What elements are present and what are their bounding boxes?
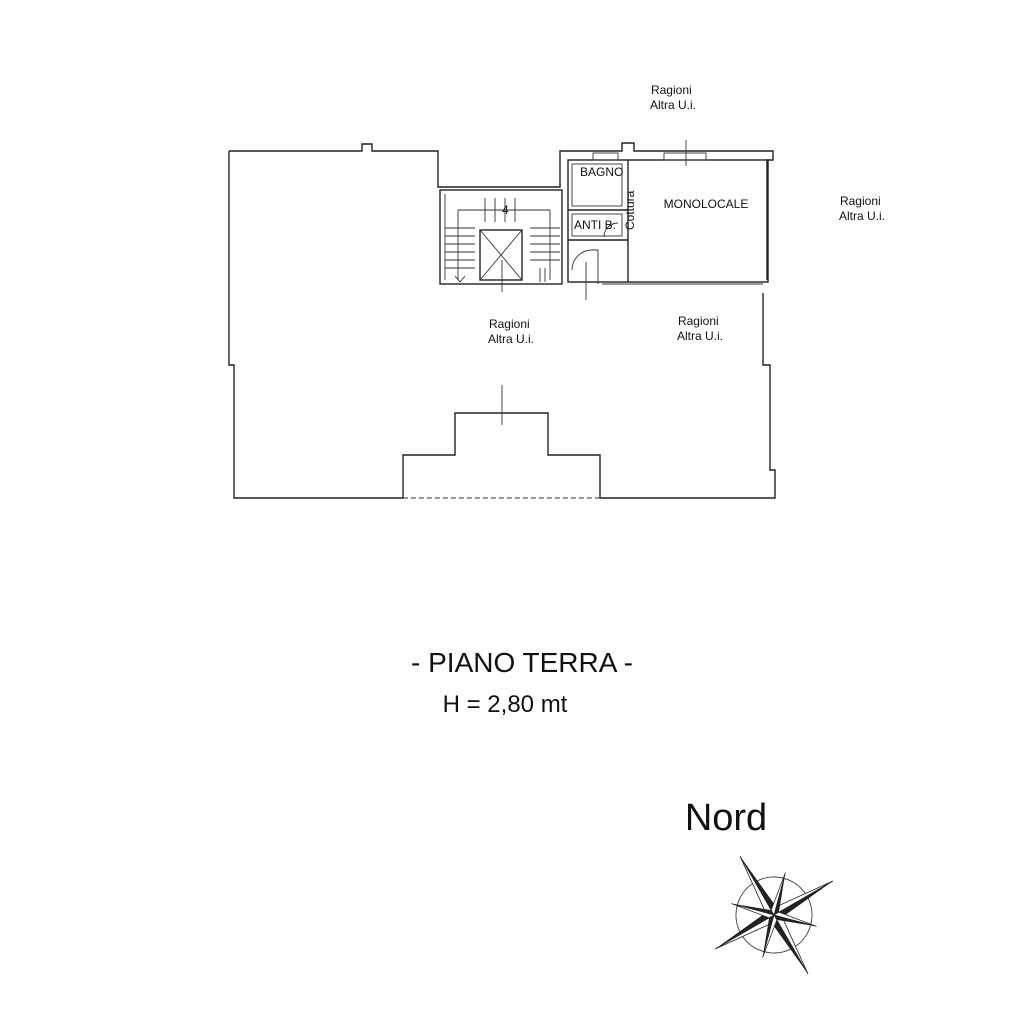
label-ragioni-right: Ragioni Altra U.i. [839, 194, 885, 223]
elevator-shaft [479, 229, 523, 281]
room-monolocale: MONOLOCALE [664, 197, 749, 211]
apartment-rooms [567, 140, 769, 300]
room-bagno: BAGNO [580, 165, 623, 179]
reference-marks [501, 268, 546, 425]
stair-core: 4 [439, 189, 563, 292]
label-ragioni-center: Ragioni Altra U.i. [488, 317, 534, 346]
building-outline [228, 142, 776, 499]
floor-title: - PIANO TERRA - [411, 647, 633, 678]
room-antib: ANTI B. [574, 218, 616, 232]
label-ragioni-top: Ragioni Altra U.i. [650, 83, 696, 112]
stair-number: 4 [502, 203, 509, 217]
compass-label: Nord [685, 797, 767, 839]
compass-rose-icon [714, 855, 834, 975]
floor-height: H = 2,80 mt [443, 691, 568, 718]
label-ragioni-mid: Ragioni Altra U.i. [677, 314, 723, 343]
room-cottura: Cottura [623, 190, 637, 230]
stair-arrow-icon [454, 275, 466, 283]
stair-treads [445, 198, 560, 269]
